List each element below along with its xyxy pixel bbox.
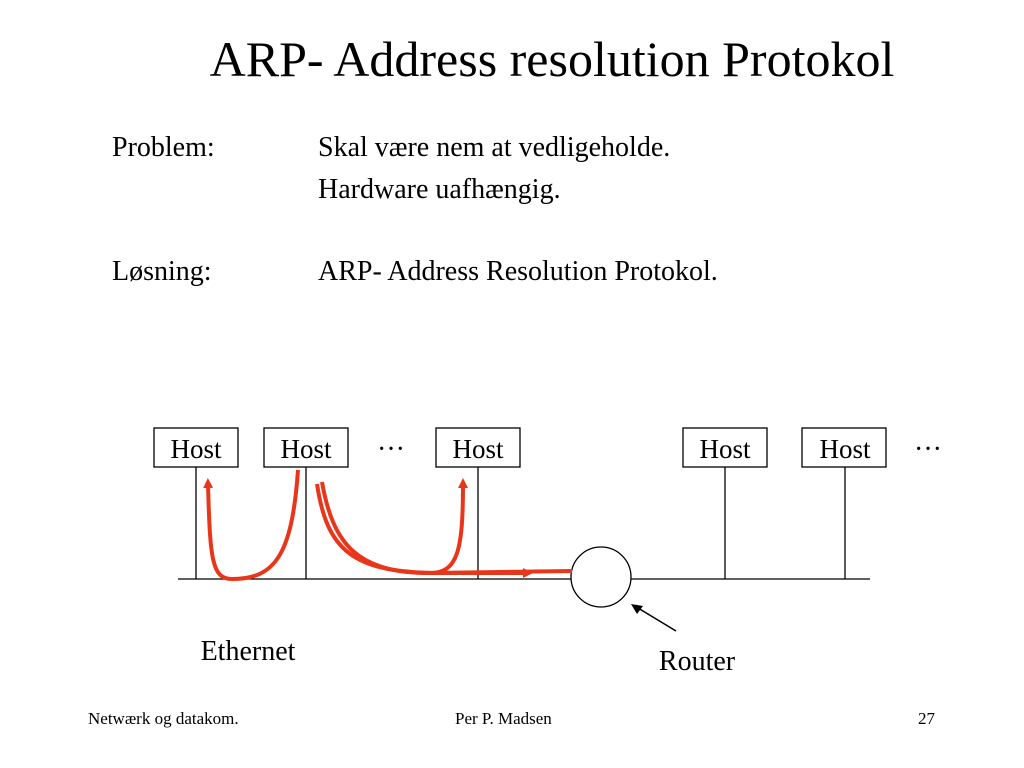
router-circle [570, 546, 632, 608]
host-4: Host [682, 427, 768, 468]
footer-page-number: 27 [918, 709, 935, 728]
host-2: Host [263, 427, 349, 468]
host-3-label: Host [452, 434, 504, 464]
footer-author: Per P. Madsen [455, 709, 552, 728]
router-label: Router [659, 646, 736, 677]
router-pointer-line [637, 607, 677, 632]
problem-label: Problem: [112, 132, 215, 163]
host-2-label: Host [280, 434, 332, 464]
arp-request-arrow-to-host-3 [320, 478, 468, 576]
host-4-label: Host [699, 434, 751, 464]
ellipsis-1: ··· [377, 434, 405, 465]
footer-course: Netwærk og datakom. [88, 709, 239, 728]
host-5-label: Host [819, 434, 871, 464]
host-5: Host [801, 427, 887, 468]
arp-request-arrow-to-host-1 [203, 469, 300, 582]
solution-text: ARP- Address Resolution Protokol. [318, 256, 718, 287]
host-1-label: Host [170, 434, 222, 464]
ethernet-label: Ethernet [201, 636, 296, 667]
solution-label: Løsning: [112, 256, 212, 287]
host-1: Host [153, 427, 239, 468]
ellipsis-2: ··· [914, 434, 942, 465]
arp-request-arrow-to-bus [315, 483, 533, 578]
host-3: Host [435, 427, 521, 468]
problem-line-1: Skal være nem at vedligeholde. [318, 132, 671, 163]
slide-title: ARP- Address resolution Protokol [209, 31, 895, 87]
problem-line-2: Hardware uafhængig. [318, 174, 561, 205]
arp-request-arrow-to-router [429, 569, 573, 575]
router-pointer-arrowhead [631, 604, 643, 614]
